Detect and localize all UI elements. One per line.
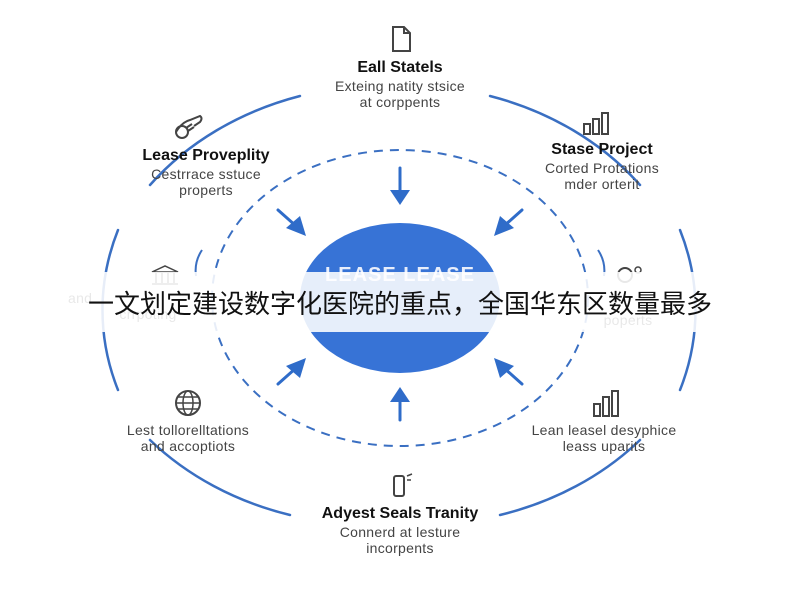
node-top-desc-1: Exteing natity stsice (334, 78, 466, 94)
node-top-left: Lease Proveplity Cestrrace sstuce proper… (106, 112, 306, 198)
node-top-left-title: Lease Proveplity (142, 147, 270, 164)
arrow-bottom-left (276, 358, 306, 386)
arrow-top-right (494, 208, 524, 236)
document-icon (392, 26, 411, 52)
arrow-bottom (390, 387, 410, 422)
caption-banner-text: 一文划定建设数字化医院的重点，全国华东区数量最多 (87, 290, 712, 320)
node-bottom-right-desc-1: Lean leasel desyphice (531, 422, 677, 438)
node-top-right-title: Stase Project (551, 141, 653, 158)
node-bottom-left-desc-1: Lest tollorelltations (126, 422, 250, 438)
arrow-bottom-right (494, 358, 524, 386)
node-top-title: Eall Statels (357, 59, 443, 76)
node-bottom: Adyest Seals Tranity Connerd at lesture … (290, 472, 510, 556)
handshake-icon (175, 114, 203, 139)
node-top: Eall Statels Exteing natity stsice at co… (300, 24, 500, 110)
node-top-right-desc-2: mder orterit (564, 176, 640, 192)
bar-chart-icon (583, 112, 609, 135)
node-bottom-title: Adyest Seals Tranity (321, 505, 479, 522)
outer-ring-arc-bottom-right (498, 438, 642, 517)
node-top-desc-2: at corppents (359, 94, 441, 110)
outer-ring-arc-top-left (148, 94, 302, 187)
bar-chart-icon-2 (593, 390, 619, 417)
node-top-left-desc-1: Cestrrace sstuce (151, 166, 261, 182)
arrow-top-left (276, 208, 306, 236)
node-bottom-right: Lean leasel desyphice leass uparits (504, 388, 704, 454)
node-top-left-desc-2: properts (179, 182, 233, 198)
outer-ring-arc-top-right (488, 94, 642, 187)
node-bottom-left-desc-2: and accoptiots (140, 438, 236, 454)
globe-icon (175, 390, 201, 416)
node-top-right: Stase Project Corted Protations mder ort… (502, 110, 702, 192)
arrow-top (390, 166, 410, 205)
node-bottom-left: Lest tollorelltations and accoptiots (88, 388, 288, 454)
node-bottom-desc-2: incorpents (366, 540, 434, 556)
hub-arrows (276, 166, 524, 422)
outer-ring-arc-bottom-left (148, 438, 292, 517)
phone-icon (393, 473, 413, 497)
caption-banner (0, 272, 800, 332)
node-top-right-desc-1: Corted Protations (544, 160, 660, 176)
node-bottom-right-desc-2: leass uparits (562, 438, 646, 454)
node-bottom-desc-1: Connerd at lesture (339, 524, 461, 540)
